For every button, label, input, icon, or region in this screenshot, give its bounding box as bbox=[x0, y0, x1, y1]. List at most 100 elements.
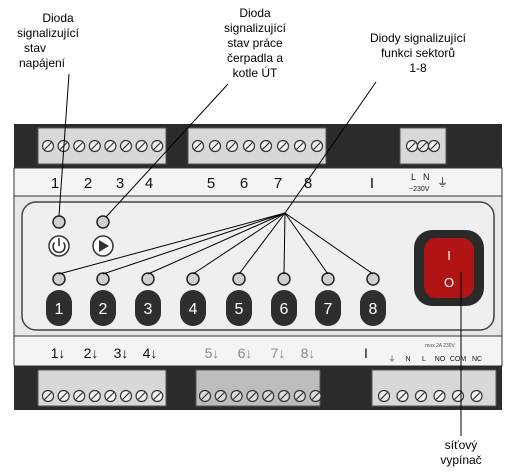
callout-sector-leds-line: Diody signalizující bbox=[370, 31, 467, 45]
mains-switch[interactable]: I O bbox=[414, 230, 484, 306]
terminal-screw-icon bbox=[377, 389, 391, 403]
power-icon bbox=[48, 235, 70, 257]
sector-indicators: 1 2 3 4 5 6 7 8 bbox=[46, 272, 386, 326]
relay-rating-label: max 2A 230V bbox=[425, 343, 455, 349]
mains-labels: L N ~230V ⏚ bbox=[409, 172, 448, 193]
terminal-screw-icon bbox=[262, 389, 275, 403]
terminal-screw-icon bbox=[427, 139, 441, 153]
terminal-label: 6↓ bbox=[238, 345, 253, 361]
mains-n-label: N bbox=[423, 172, 430, 182]
power-led bbox=[52, 215, 66, 229]
sector-led bbox=[277, 272, 291, 286]
terminal-label: 1↓ bbox=[51, 345, 66, 361]
terminal-screw-icon bbox=[119, 389, 133, 403]
terminal-screw-icon bbox=[57, 389, 70, 403]
terminal-screw-icon bbox=[135, 139, 148, 153]
terminal-screws bbox=[41, 139, 483, 403]
leader-sector bbox=[58, 212, 286, 275]
mains-voltage-label: ~230V bbox=[409, 186, 430, 193]
sector-badge: 2 bbox=[90, 290, 116, 326]
terminal-screw-icon bbox=[433, 389, 446, 403]
sector-number: 4 bbox=[189, 301, 198, 318]
terminal-screw-icon bbox=[230, 389, 243, 403]
terminal-label: 3↓ bbox=[114, 345, 129, 361]
callout-sector-leds: Diody signalizující funkci sektorů 1-8 bbox=[370, 31, 467, 75]
terminal-screw-icon bbox=[41, 139, 55, 153]
terminal-label: 5 bbox=[207, 175, 215, 192]
sector-badge: 5 bbox=[226, 290, 252, 326]
leader-sector bbox=[192, 212, 286, 275]
sector-led bbox=[366, 272, 380, 286]
terminal-label: 1 bbox=[51, 175, 59, 192]
bottom-terminal-labels: 1↓ 2↓ 3↓ 4↓ bbox=[51, 345, 158, 361]
leader-sector-hub bbox=[284, 81, 377, 214]
terminal-label: 8 bbox=[304, 175, 312, 192]
terminal-screw-icon bbox=[73, 389, 86, 403]
sector-badge: 6 bbox=[271, 290, 297, 326]
relay-pin-label: COM bbox=[450, 356, 467, 363]
leader-sector bbox=[284, 212, 374, 275]
callout-sector-leds-line: 1-8 bbox=[409, 61, 427, 75]
terminal-screw-icon bbox=[277, 389, 291, 403]
sector-number: 5 bbox=[235, 301, 244, 318]
terminal-label: 8↓ bbox=[301, 345, 316, 361]
terminal-screw-icon bbox=[416, 139, 430, 153]
terminal-screw-icon bbox=[225, 139, 239, 153]
relay-pin-label: NC bbox=[472, 356, 482, 363]
sector-led bbox=[96, 272, 110, 286]
leader-pump-led bbox=[105, 83, 229, 218]
terminal-label: 4↓ bbox=[143, 345, 158, 361]
terminal-screw-icon bbox=[88, 139, 101, 153]
terminal-label: 2↓ bbox=[84, 345, 99, 361]
callout-power-led-line: Dioda bbox=[42, 11, 74, 25]
callout-pump-led-line: signalizující bbox=[224, 21, 287, 35]
terminal-screw-icon bbox=[293, 139, 307, 153]
terminal-screw-icon bbox=[208, 139, 222, 153]
callout-power-led: Dioda signalizující stav napájení bbox=[17, 11, 80, 70]
sector-badge: 7 bbox=[315, 290, 341, 326]
sector-led bbox=[52, 272, 66, 286]
leader-sector bbox=[102, 212, 286, 275]
callout-pump-led-line: stav práce bbox=[227, 36, 283, 50]
terminal-label: 6 bbox=[240, 175, 248, 192]
terminal-screw-icon bbox=[242, 139, 256, 153]
callout-sector-leds-line: funkci sektorů bbox=[381, 46, 455, 60]
terminal-screw-icon bbox=[41, 389, 55, 403]
terminal-screw-icon bbox=[451, 389, 465, 403]
leader-lines bbox=[58, 73, 462, 436]
terminal-screw-icon bbox=[405, 139, 419, 153]
sector-number: 2 bbox=[99, 301, 108, 318]
callout-mains-switch-line: vypínač bbox=[440, 453, 481, 467]
terminal-screw-icon bbox=[191, 139, 205, 153]
terminal-label: I bbox=[370, 175, 374, 192]
ground-icon: ⏚ bbox=[437, 176, 448, 189]
terminal-screw-icon bbox=[151, 389, 164, 403]
sector-led bbox=[232, 272, 246, 286]
sector-badge: 4 bbox=[180, 290, 206, 326]
sector-led bbox=[186, 272, 200, 286]
relay-pin-label: ⏚ bbox=[389, 355, 396, 363]
terminal-label: 7 bbox=[274, 175, 282, 192]
relay-pin-label: L bbox=[422, 356, 426, 363]
callout-power-led-line: stav bbox=[24, 41, 46, 55]
mains-l-label: L bbox=[411, 172, 416, 182]
sector-number: 3 bbox=[144, 301, 153, 318]
sector-badge: 8 bbox=[360, 290, 386, 326]
callout-pump-led-line: čerpadla a bbox=[227, 51, 283, 65]
sector-number: 1 bbox=[55, 301, 64, 318]
sector-number: 7 bbox=[324, 301, 333, 318]
terminal-screw-icon bbox=[246, 389, 259, 403]
callout-pump-led-line: kotle ÚT bbox=[233, 65, 278, 80]
leader-sector bbox=[283, 212, 286, 275]
callout-mains-switch: síťový vypínač bbox=[440, 438, 481, 467]
leader-power-led bbox=[58, 73, 70, 217]
terminal-screw-icon bbox=[396, 389, 409, 403]
leader-sector-fan bbox=[58, 212, 374, 275]
terminal-label: I bbox=[364, 345, 368, 361]
terminal-screw-icon bbox=[414, 389, 428, 403]
terminal-screw-icon bbox=[310, 139, 324, 153]
sector-number: 6 bbox=[280, 301, 289, 318]
relay-pin-labels: ⏚ N L NO COM NC bbox=[389, 355, 483, 363]
terminal-label: 5↓ bbox=[205, 345, 220, 361]
